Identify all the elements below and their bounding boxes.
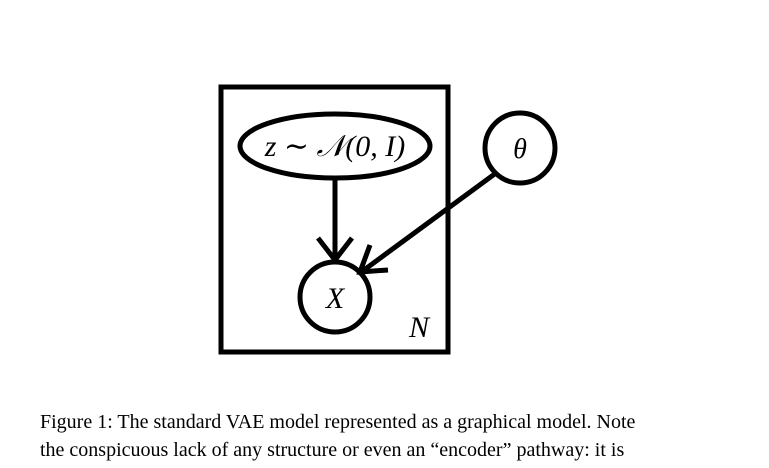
latent-node-label: z ∼ 𝒩(0, I) [264,130,406,163]
parameter-node [482,110,558,186]
caption-line-1: Figure 1: The standard VAE model represe… [40,411,636,433]
edge-parameter-to-observed [362,170,498,273]
vae-graphical-model: z ∼ 𝒩(0, I) θ X N [218,84,558,355]
edge-latent-to-observed-arrowhead [316,236,354,265]
figure-caption: Figure 1: The standard VAE model represe… [40,408,760,464]
edge-parameter-to-observed-arrowhead [356,244,389,275]
plate-label: N [408,311,431,344]
parameter-node-label: θ [513,134,527,165]
caption-line-2: the conspicuous lack of any structure or… [40,439,625,461]
observed-node-label: X [325,282,346,315]
plate-box [218,84,451,355]
